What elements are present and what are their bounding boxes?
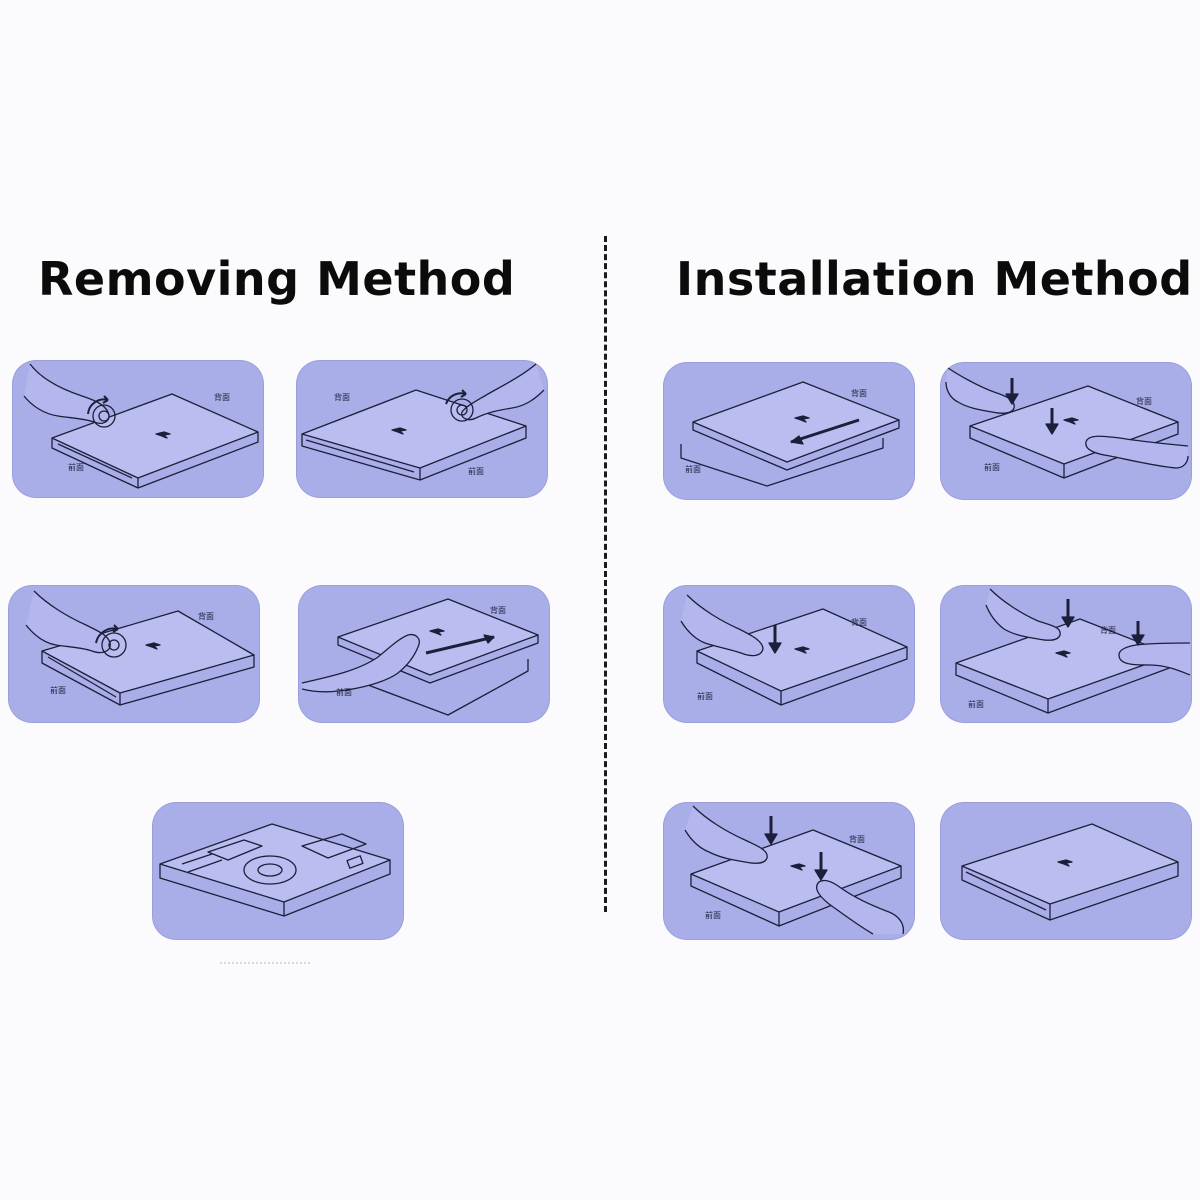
install-step-1-panel: 背面 前面 <box>663 362 915 500</box>
panel-label-back: 背面 <box>490 605 506 615</box>
panel-label-back: 背面 <box>849 834 865 844</box>
panel-label-back: 背面 <box>1100 625 1116 635</box>
logo-mark <box>145 642 161 650</box>
hand-outline <box>680 594 764 657</box>
install-step-2-illustration: 背面 前面 <box>945 367 1189 479</box>
logo-mark <box>794 646 810 654</box>
panel-label-front: 前面 <box>468 466 484 476</box>
remove-step-5-illustration <box>159 823 391 917</box>
remove-step-4-illustration: 背面 前面 <box>301 598 539 716</box>
panel-label-front: 前面 <box>685 464 701 474</box>
hand-right-outline <box>1118 642 1191 676</box>
logo-mark <box>1055 650 1071 658</box>
install-step-5-panel: 背面 前面 <box>663 802 915 940</box>
panel-label-front: 前面 <box>336 687 352 697</box>
install-step-6-panel <box>940 802 1192 940</box>
console-base <box>680 438 884 487</box>
installation-method-title: Installation Method <box>676 252 1193 306</box>
install-step-2-panel: 背面 前面 <box>940 362 1192 500</box>
hand-right-outline <box>1085 435 1189 469</box>
install-step-3-panel: 背面 前面 <box>663 585 915 723</box>
panel-label-back: 背面 <box>851 617 867 627</box>
install-step-1-illustration: 背面 前面 <box>680 381 900 487</box>
panel-label-front: 前面 <box>68 462 84 472</box>
panel-label-back: 背面 <box>851 388 867 398</box>
remove-step-2-illustration: 背面 前面 <box>301 363 545 481</box>
install-step-4-illustration: 背面 前面 <box>955 588 1191 714</box>
drive-bay <box>207 839 263 861</box>
install-step-5-illustration: 背面 前面 <box>684 805 905 935</box>
scan-artifact <box>220 962 310 968</box>
hand-outline <box>25 590 111 654</box>
console-internal-top <box>159 823 391 903</box>
logo-mark <box>794 415 810 423</box>
console-top <box>961 823 1179 905</box>
install-step-3-illustration: 背面 前面 <box>680 594 908 706</box>
panel-label-front: 前面 <box>968 699 984 709</box>
logo-mark <box>790 863 806 871</box>
panel-label-back: 背面 <box>214 392 230 402</box>
logo-mark <box>429 628 445 636</box>
panel-label-back: 背面 <box>1136 396 1152 406</box>
remove-step-1-panel: 背面 前面 <box>12 360 264 498</box>
remove-step-3-panel: 背面 前面 <box>8 585 260 723</box>
panel-label-front: 前面 <box>984 462 1000 472</box>
panel-label-back: 背面 <box>198 611 214 621</box>
console-cover <box>692 381 900 463</box>
panel-label-back: 背面 <box>334 392 350 402</box>
remove-step-5-panel <box>152 802 404 940</box>
slide-arrow-icon <box>790 418 860 444</box>
install-step-4-panel: 背面 前面 <box>940 585 1192 723</box>
remove-step-1-illustration: 背面 前面 <box>23 363 259 489</box>
rotate-arrow-icon <box>92 404 116 428</box>
logo-mark <box>155 431 171 439</box>
rotate-arrow-icon <box>101 632 127 658</box>
hand-left-outline <box>684 805 768 864</box>
hand-left-outline <box>945 367 1015 414</box>
fan-outline <box>243 855 297 885</box>
hand-outline <box>301 633 420 693</box>
remove-step-4-panel: 背面 前面 <box>298 585 550 723</box>
removing-method-title: Removing Method <box>38 252 516 306</box>
hand-right-outline <box>815 879 905 935</box>
panel-label-front: 前面 <box>705 910 721 920</box>
hand-left-outline <box>985 588 1061 641</box>
hand-outline <box>461 363 545 421</box>
logo-mark <box>1063 417 1079 425</box>
slide-arrow-icon <box>425 635 495 655</box>
remove-step-2-panel: 背面 前面 <box>296 360 548 498</box>
section-divider <box>604 236 607 912</box>
logo-mark <box>391 427 407 435</box>
remove-step-3-illustration: 背面 前面 <box>25 590 255 706</box>
logo-mark <box>1057 859 1073 867</box>
rotate-arrow-icon <box>450 398 474 422</box>
install-step-6-illustration <box>961 823 1179 921</box>
hand-outline <box>23 363 110 424</box>
panel-label-front: 前面 <box>50 685 66 695</box>
panel-label-front: 前面 <box>697 691 713 701</box>
